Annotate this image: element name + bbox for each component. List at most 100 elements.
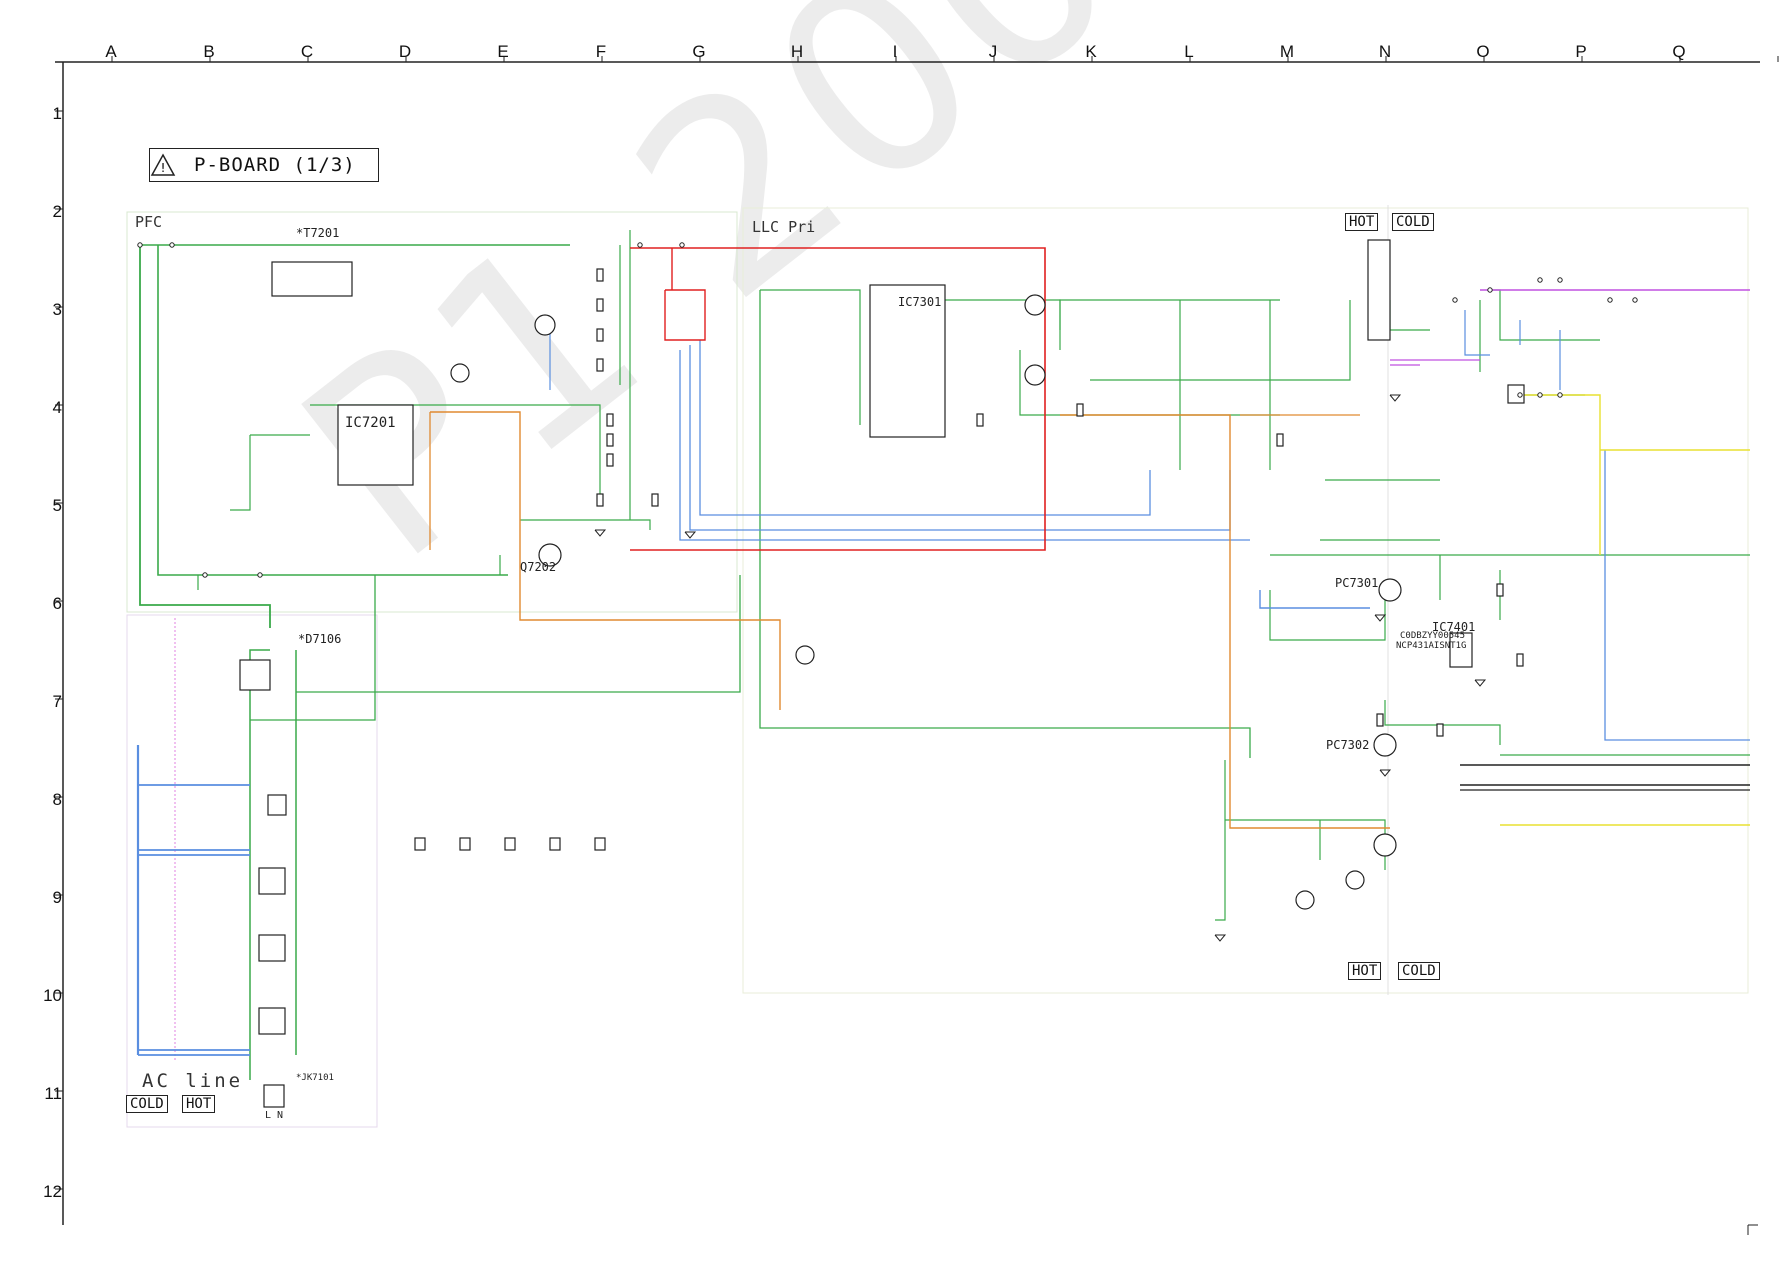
resistor [596,493,604,507]
label-ic7401-part2: NCP431AISNT1G [1396,641,1467,651]
wire [1019,350,1280,416]
ic7401-body [1449,632,1473,668]
jk7101-connector [263,1084,285,1108]
pfc-mosfet [534,314,556,336]
q7202-transistor [538,543,562,567]
col-k: K [1085,42,1097,61]
row-1: 1 [52,104,62,123]
section-llc-pri: LLC Pri [752,218,816,236]
board-title-box: P-BOARD (1/3) [149,148,379,182]
llc-region [742,207,1749,994]
orange-line [430,411,781,710]
label-t7201: *T7201 [296,226,340,240]
tag-cold-bottom: COLD [1398,962,1440,980]
ground-icon [1374,614,1387,622]
label-pc7302: PC7302 [1326,738,1370,752]
jumper-part [414,837,426,851]
transformer-main [1367,239,1391,341]
test-point [202,572,208,578]
row-8: 8 [52,790,62,809]
resistor [651,493,659,507]
resistor [596,328,604,342]
resistor [976,413,984,427]
pc7301-transistor [1378,578,1402,602]
wire [1389,300,1430,331]
row-10: 10 [43,986,62,1005]
q7307-transistor [1345,870,1365,890]
test-point [637,242,643,248]
label-ic7301: IC7301 [898,295,942,309]
wire [1269,590,1386,641]
test-point [169,242,175,248]
mosfet-high [1024,294,1046,316]
mosfet-low [1024,364,1046,386]
col-j: J [988,42,998,61]
ground-icon [594,529,607,537]
filter-coil-1 [258,867,286,895]
resistor [596,268,604,282]
col-d: D [398,42,412,61]
row-4: 4 [52,398,62,417]
ground-icon [1389,394,1402,402]
label-q7202: Q7202 [520,560,557,574]
pc7302-transistor [1373,733,1397,757]
col-b: B [203,42,215,61]
wire [520,519,651,530]
wire [1464,310,1490,356]
jumper-part [594,837,606,851]
ac-region [126,614,378,1128]
test-point [1487,287,1493,293]
test-point [1537,392,1543,398]
col-o: O [1476,42,1490,61]
col-i: I [892,42,898,61]
resistor [596,298,604,312]
jumper-part [549,837,561,851]
transformer-t7201 [271,261,353,297]
section-pfc: PFC [135,213,163,231]
resistor [606,433,614,447]
section-ac-line: AC line [142,1070,244,1092]
wire [1604,450,1750,741]
resistor [606,453,614,467]
col-l: L [1184,42,1194,61]
row-7: 7 [52,692,62,711]
label-ic7201: IC7201 [345,415,396,431]
ground-icon [1474,679,1487,687]
resistor [606,413,614,427]
label-pc7301: PC7301 [1335,576,1379,590]
resistor [1516,653,1524,667]
label-jk7101: *JK7101 [296,1073,334,1083]
row-6: 6 [52,594,62,613]
llc-return [759,290,1251,758]
q7306-transistor [1295,890,1315,910]
label-d7106: *D7106 [298,632,342,646]
pfc-left-rail [139,245,271,628]
test-point [137,242,143,248]
wire [760,289,861,425]
pfc-inner-rail [157,245,508,576]
wire [1490,289,1600,341]
choke-1 [267,794,287,816]
label-ic7401: IC7401 [1432,620,1476,634]
resistor [1276,433,1284,447]
test-point [1557,392,1563,398]
row-9: 9 [52,888,62,907]
resistor [1076,403,1084,417]
wire [250,575,376,721]
wire [1215,760,1226,921]
label-ic7401-part: C0DBZYY00545 [1400,631,1466,641]
wire [689,345,1231,531]
wire [230,435,251,511]
ground-icon [684,531,697,539]
row-5: 5 [52,496,62,515]
ac-left-rail [249,649,270,1080]
col-f: F [595,42,607,61]
test-point [1632,297,1638,303]
test-point [257,572,263,578]
col-e: E [497,42,509,61]
col-h: H [790,42,804,61]
warning-triangle-icon: ! [150,153,176,176]
q7303-transistor [795,645,815,665]
yellow-output [1520,394,1601,555]
